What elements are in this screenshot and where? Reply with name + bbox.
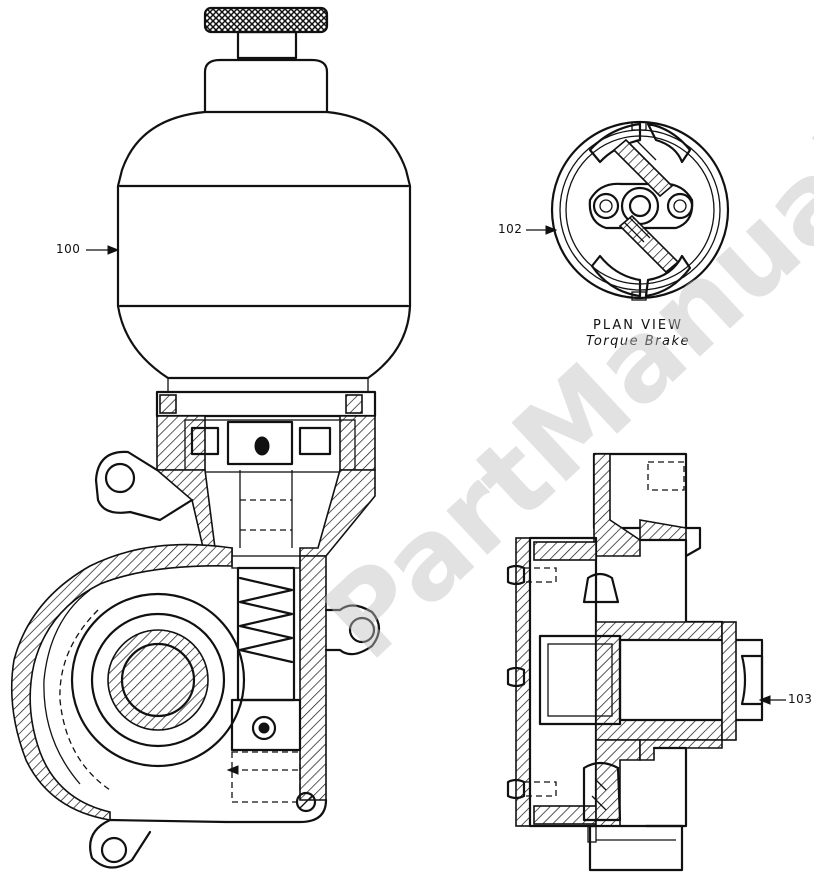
housing-outline	[94, 450, 194, 522]
motor-cap	[203, 58, 329, 114]
output-shaft-bore	[120, 642, 196, 718]
side-section-assembly	[506, 452, 764, 872]
screw-bottom	[506, 778, 557, 800]
brake-hub	[254, 436, 270, 456]
motor-body	[116, 110, 412, 380]
knurled-knob	[203, 6, 329, 34]
output-shaft	[618, 638, 764, 722]
callout-leaders	[86, 225, 786, 705]
screw-mid	[506, 666, 526, 688]
mount-lug-top	[104, 462, 136, 494]
gear-housing	[10, 390, 381, 869]
callout-102: 102	[498, 222, 523, 236]
mount-lug-right	[348, 616, 376, 644]
plan-view-title: PLAN VIEW	[593, 318, 683, 333]
motor-assembly	[116, 6, 412, 393]
mount-lug-bottom	[100, 836, 128, 864]
worm-gear	[70, 592, 246, 768]
plan-view-subtitle: Torque Brake	[585, 334, 690, 349]
knob-stem	[236, 30, 298, 60]
callout-103: 103	[788, 692, 813, 706]
callout-100: 100	[56, 242, 81, 256]
spring	[238, 576, 294, 664]
screw-top	[506, 564, 557, 586]
torque-brake-plan-view	[550, 120, 730, 301]
